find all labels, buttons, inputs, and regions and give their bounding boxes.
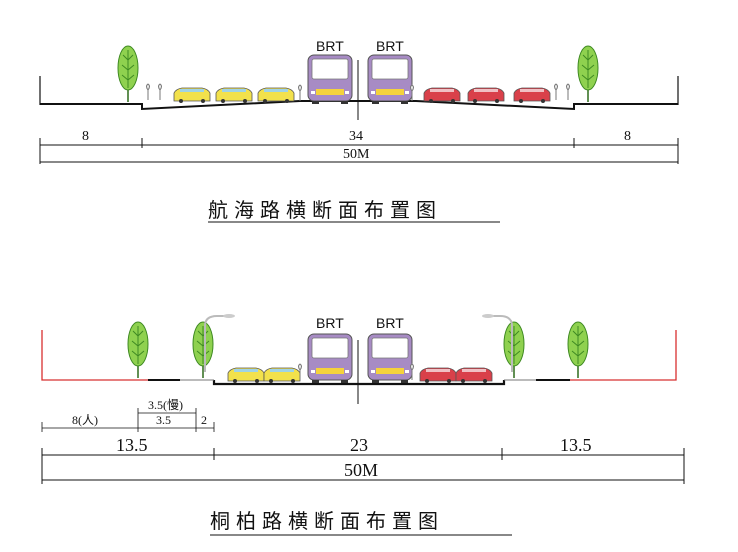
- tree-icon: [127, 321, 149, 379]
- dimension-slow-lane: 3.5: [156, 413, 171, 427]
- car-icon: [215, 87, 253, 104]
- pedestrian-icon: [566, 83, 570, 101]
- section2-diagram: BRT BRT 8(人) 3.5(慢) 3.5 2 13.5 23 13.5 5…: [41, 313, 685, 536]
- bus-label: BRT: [316, 315, 344, 331]
- car-icon: [467, 87, 505, 104]
- bus-label: BRT: [376, 315, 404, 331]
- tree-icon: [503, 321, 525, 379]
- section1-ground-line: [40, 100, 678, 111]
- car-icon: [423, 87, 461, 104]
- section1-diagram: BRT BRT 8 34 8 50M 航海路横断面布置图: [39, 38, 679, 223]
- car-icon: [257, 87, 295, 104]
- dimension-left: 8: [82, 129, 89, 144]
- dimension-slow-lane-top: 3.5(慢): [148, 398, 183, 412]
- pedestrian-icon: [298, 84, 302, 102]
- dimension-right: 8: [624, 129, 631, 144]
- car-icon: [263, 367, 301, 384]
- dimension-right: 13.5: [560, 435, 592, 455]
- section1-title: 航海路横断面布置图: [208, 198, 442, 222]
- dimension-sidewalk: 8(人): [72, 413, 98, 427]
- tree-icon: [117, 45, 139, 103]
- bus-label: BRT: [376, 38, 404, 54]
- tree-icon: [567, 321, 589, 379]
- pedestrian-icon: [158, 83, 162, 101]
- section2-title: 桐柏路横断面布置图: [210, 509, 444, 533]
- pedestrian-icon: [554, 83, 558, 101]
- dimension-strip: 2: [201, 413, 207, 427]
- dimension-total: 50M: [344, 460, 378, 480]
- bus-icon: [307, 333, 353, 384]
- tree-icon: [192, 321, 214, 379]
- car-icon: [419, 367, 457, 384]
- tree-icon: [577, 45, 599, 103]
- pedestrian-icon: [146, 83, 150, 101]
- dimension-center: 34: [349, 129, 363, 144]
- bus-icon: [307, 54, 353, 105]
- bus-label: BRT: [316, 38, 344, 54]
- bus-icon: [367, 54, 413, 105]
- dimension-center: 23: [350, 435, 368, 455]
- car-icon: [455, 367, 493, 384]
- bus-icon: [367, 333, 413, 384]
- car-icon: [227, 367, 265, 384]
- car-icon: [173, 87, 211, 104]
- car-icon: [513, 87, 551, 104]
- dimension-total: 50M: [343, 147, 370, 162]
- dimension-left: 13.5: [116, 435, 148, 455]
